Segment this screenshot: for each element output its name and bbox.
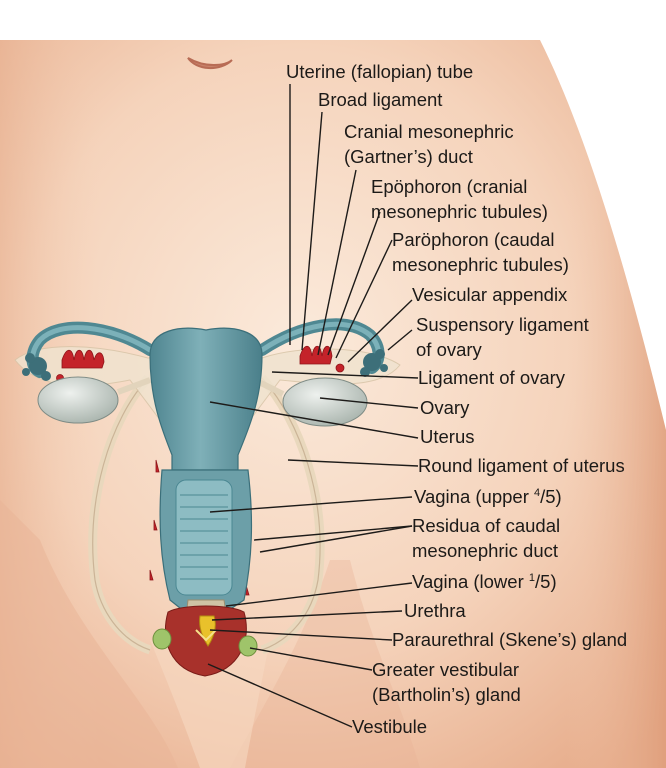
label-vagina-lower-den: /5) (535, 571, 557, 592)
label-residua-2: mesonephric duct (412, 540, 558, 561)
label-greater-vestibular-1: Greater vestibular (372, 659, 519, 680)
label-vagina-upper-den: /5) (540, 486, 562, 507)
label-greater-vestibular-2: (Bartholin’s) gland (372, 684, 521, 705)
label-residua-1: Residua of caudal (412, 515, 560, 536)
label-gartner-duct-1: Cranial mesonephric (344, 121, 514, 142)
label-paroophoron-2: mesonephric tubules) (392, 254, 569, 275)
label-epoophoron-2: mesonephric tubules) (371, 201, 548, 222)
label-suspensory-ligament-2: of ovary (416, 339, 483, 360)
label-uterine-tube: Uterine (fallopian) tube (286, 61, 473, 82)
label-uterus: Uterus (420, 426, 475, 447)
label-epoophoron-1: Epöphoron (cranial (371, 176, 527, 197)
label-paraurethral-gland: Paraurethral (Skene’s) gland (392, 629, 627, 650)
label-vagina-upper-prefix: Vagina (upper (414, 486, 534, 507)
label-gartner-duct-2: (Gartner’s) duct (344, 146, 473, 167)
label-vestibule: Vestibule (352, 716, 427, 737)
label-suspensory-ligament-1: Suspensory ligament (416, 314, 589, 335)
label-paroophoron-1: Paröphoron (caudal (392, 229, 555, 250)
label-ovary: Ovary (420, 397, 470, 418)
label-vagina-lower: Vagina (lower 1/5) (412, 571, 557, 592)
label-vesicular-appendix: Vesicular appendix (412, 284, 568, 305)
label-urethra: Urethra (404, 600, 466, 621)
label-vagina-upper: Vagina (upper 4/5) (414, 486, 562, 507)
label-ligament-of-ovary: Ligament of ovary (418, 367, 566, 388)
label-broad-ligament: Broad ligament (318, 89, 442, 110)
label-round-ligament: Round ligament of uterus (418, 455, 625, 476)
label-vagina-lower-prefix: Vagina (lower (412, 571, 529, 592)
